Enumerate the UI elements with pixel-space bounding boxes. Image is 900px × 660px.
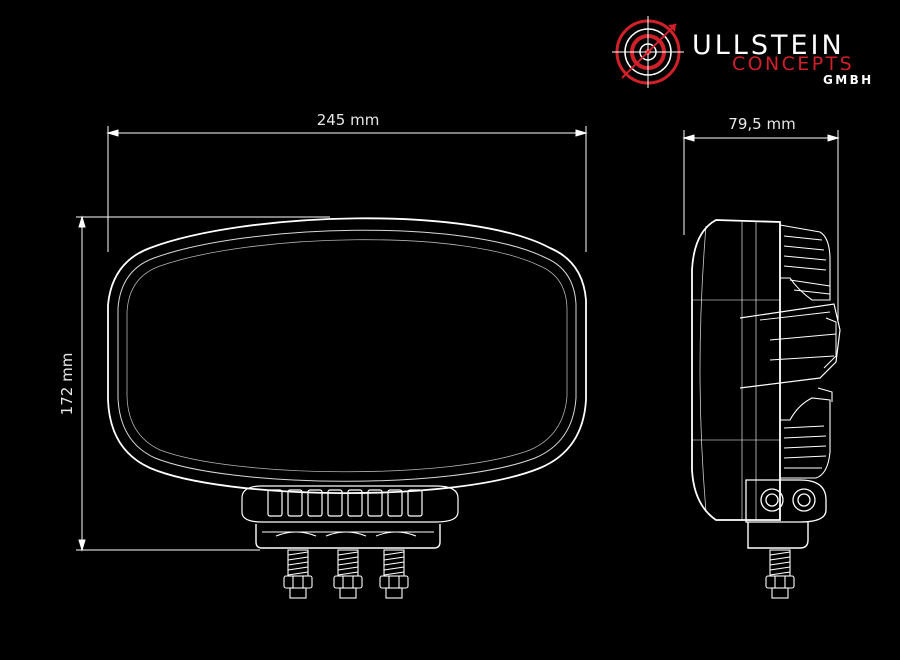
mounting-bolt-center	[333, 549, 363, 599]
width-label: 245 mm	[317, 111, 380, 129]
side-bracket	[747, 522, 809, 549]
bottom-heat-sink	[241, 485, 459, 523]
side-mounting-bolt	[765, 549, 795, 599]
logo-line3: GMBH	[823, 73, 874, 87]
lamp-housing-inner	[117, 229, 577, 482]
lamp-housing-face	[126, 239, 568, 473]
front-view	[107, 217, 587, 599]
width-dimension	[106, 126, 588, 252]
side-housing-outer	[691, 219, 781, 521]
company-logo: ULLSTEIN CONCEPTS GMBH	[612, 16, 874, 88]
logo-line1: ULLSTEIN	[692, 30, 845, 61]
logo-line2: CONCEPTS	[732, 53, 854, 75]
side-view	[691, 219, 841, 599]
side-cooling-fins-upper	[779, 224, 831, 301]
height-dimension	[76, 215, 330, 552]
mounting-bolt-left	[283, 549, 313, 599]
mounting-bracket	[255, 524, 441, 549]
side-connector	[745, 479, 827, 523]
target-crosshair-icon	[612, 16, 684, 88]
side-cooling-fins-lower	[779, 387, 833, 479]
depth-label: 79,5 mm	[728, 115, 795, 133]
lamp-housing-outer	[107, 217, 587, 495]
mounting-bolt-right	[379, 549, 409, 599]
depth-dimension	[682, 130, 840, 320]
height-label: 172 mm	[58, 353, 76, 416]
